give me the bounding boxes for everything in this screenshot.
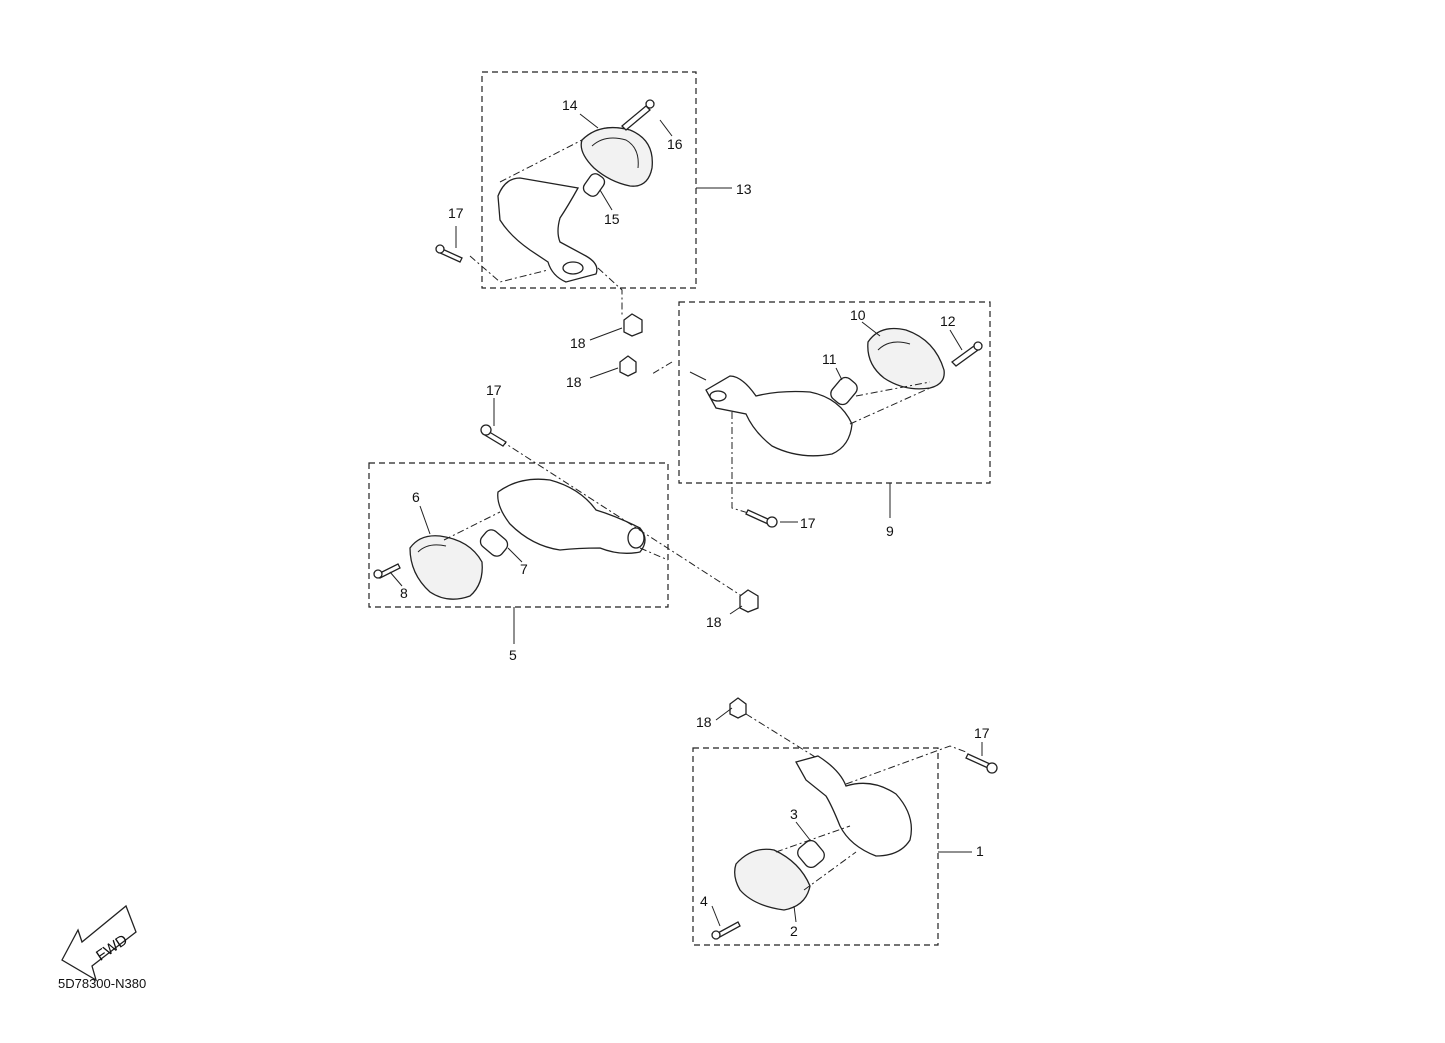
assembly-9 [619,301,991,528]
callout-14: 14 [562,97,578,113]
callout-18-right: 18 [706,614,722,630]
callout-17-mid-right: 17 [800,515,816,531]
assembly-5 [368,424,759,613]
callout-8: 8 [400,585,408,601]
assembly-1 [692,697,998,946]
callout-3: 3 [790,806,798,822]
callout-11: 11 [822,351,837,367]
callout-13: 13 [736,181,752,197]
callout-12: 12 [940,313,956,329]
diagram-code: 5D78300-N380 [58,976,147,991]
callout-17-bottom: 17 [974,725,990,741]
callout-7: 7 [520,561,528,577]
callout-labels: 14 16 13 15 17 18 18 10 12 11 17 9 17 6 … [400,97,990,939]
callout-6: 6 [412,489,420,505]
callout-15: 15 [604,211,620,227]
callout-9: 9 [886,523,894,539]
leader-lines [389,113,983,927]
callout-16: 16 [667,136,683,152]
nut-18-top [623,313,643,337]
callout-18-bottom: 18 [696,714,712,730]
callout-1: 1 [976,843,984,859]
callout-17-mid-left: 17 [486,382,502,398]
assembly-13 [435,71,697,316]
callout-2: 2 [790,923,798,939]
callout-10: 10 [850,307,866,323]
callout-17-top: 17 [448,205,464,221]
callout-5: 5 [509,647,517,663]
callout-4: 4 [700,893,708,909]
callout-18-top: 18 [570,335,586,351]
fwd-arrow-icon: FWD [61,904,137,982]
callout-18-mid: 18 [566,374,582,390]
